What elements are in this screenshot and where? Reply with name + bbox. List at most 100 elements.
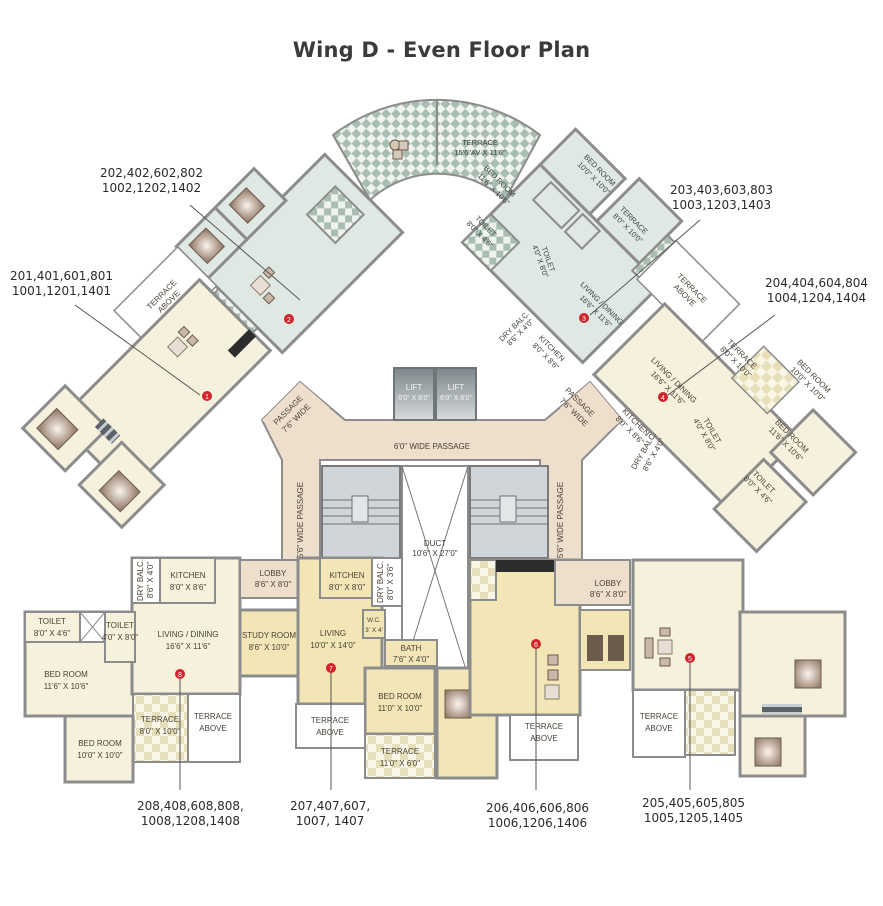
unit-1-leader <box>74 304 201 396</box>
u8-terrace-size: 8'0" X 10'0" <box>140 727 181 736</box>
top-terrace-size: 15'6"AV X 11'6" <box>454 148 506 157</box>
u7-terrace-above-size: ABOVE <box>316 728 344 737</box>
lobby-left-size: 8'6" X 8'0" <box>255 580 291 589</box>
unit-label-204-line1: 204,404,604,804 <box>765 276 869 290</box>
u8-kitchen-name: KITCHEN <box>170 571 205 580</box>
unit-marker-5-number: 5 <box>688 656 692 663</box>
u8-terrace-above-name: TERRACE <box>194 712 232 721</box>
unit-3-leader <box>589 219 701 316</box>
u8-living-name: LIVING / DINING <box>158 630 219 639</box>
unit-label-205: 205,405,605,805 1005,1205,1405 <box>642 796 745 826</box>
u7-bath-size: 7'6" X 4'0" <box>393 655 429 664</box>
unit-label-205-line1: 205,405,605,805 <box>642 796 746 810</box>
u6-terrace-above-name: TERRACE <box>525 722 563 731</box>
lobby-right <box>554 559 631 606</box>
unit-8 <box>23 556 242 784</box>
u7-wc-size: 3' X 4' <box>365 627 383 634</box>
unit-label-207-line1: 207,407,607, <box>290 799 371 813</box>
u8-toilet2-name: TOILET <box>106 621 134 630</box>
u8-living-size: 16'6" X 11'6" <box>166 642 211 651</box>
u7-terrace-name: TERRACE <box>381 747 419 756</box>
unit-label-208: 208,408,608,808, 1008,1208,1408 <box>137 799 244 829</box>
u8-toilet1-size: 8'0" X 4'6" <box>34 629 70 638</box>
unit-4 <box>591 301 858 554</box>
unit-label-206-line2: 1006,1206,1406 <box>487 816 588 830</box>
unit-marker-2-number: 2 <box>287 317 291 324</box>
unit-marker-2 <box>284 314 294 324</box>
u7-terrace-above-name: TERRACE <box>311 716 349 725</box>
u8-bed1-size: 11'6" X 10'6" <box>44 682 89 691</box>
u8-bed2-name: BED ROOM <box>78 739 122 748</box>
unit-label-206: 206,406,606,806 1006,1206,1406 <box>486 801 589 831</box>
unit-marker-6 <box>531 639 541 649</box>
u8-kitchen-size: 8'0" X 8'6" <box>170 583 206 592</box>
staircase-left <box>321 465 401 559</box>
u7-kitchen-size: 8'0" X 8'0" <box>329 583 365 592</box>
u8-toilet2-size: 4'0" X 8'0" <box>102 633 138 642</box>
unit-4-leader <box>667 314 776 396</box>
unit-marker-5 <box>685 653 695 663</box>
main-passage-label: 6'0" WIDE PASSAGE <box>394 442 470 451</box>
u7-wc-name: W.C. <box>367 617 381 624</box>
lift-2-size: 6'0" X 8'0" <box>440 395 472 402</box>
unit-6 <box>468 558 631 761</box>
unit-label-205-line2: 1005,1205,1405 <box>643 811 744 825</box>
u7-bath-name: BATH <box>401 644 422 653</box>
unit-label-201-line1: 201,401,601,801 <box>10 269 114 283</box>
u7-kitchen-name: KITCHEN <box>329 571 364 580</box>
duct-size: 10'6" X 27'0" <box>412 549 457 558</box>
u8-bed1-name: BED ROOM <box>44 670 88 679</box>
lift-1 <box>393 367 435 421</box>
u7-living-size: 10'0" X 14'0" <box>310 641 355 650</box>
unit-marker-7 <box>326 663 336 673</box>
u8-terrace-name: TERRACE <box>141 715 179 724</box>
unit-2-leader <box>189 204 301 301</box>
lobby-right-name: LOBBY <box>595 579 622 588</box>
u7-drybalc-name: DRY BALC. <box>376 561 385 603</box>
unit-marker-3 <box>579 313 589 323</box>
left-passage-label: 5'6" WIDE PASSAGE <box>296 482 305 558</box>
unit-label-203-line2: 1003,1203,1403 <box>671 198 772 212</box>
unit-1 <box>20 277 273 530</box>
unit-label-202: 202,402,602,802 1002,1202,1402 <box>100 166 203 196</box>
duct-name: DUCT <box>424 539 446 548</box>
lobby-left-name: LOBBY <box>260 569 287 578</box>
unit-label-207: 207,407,607, 1007, 1407 <box>290 799 370 829</box>
u7-study-name: STUDY ROOM <box>242 631 296 640</box>
lobby-right-size: 8'6" X 8'0" <box>590 590 626 599</box>
unit-label-204: 204,404,604,804 1004,1204,1404 <box>765 276 868 306</box>
unit-marker-7-number: 7 <box>329 666 333 673</box>
u8-drybalc-name: DRY BALC. <box>136 559 145 601</box>
unit-label-201-line2: 1001,1201,1401 <box>11 284 112 298</box>
u7-living-name: LIVING <box>320 629 346 638</box>
central-core: LIFT 6'0" X 8'0" LIFT 6'0" X 8'0" 6'0" W… <box>260 367 624 677</box>
unit-label-208-line1: 208,408,608,808, <box>137 799 244 813</box>
unit-marker-3-number: 3 <box>582 316 586 323</box>
unit-marker-4-number: 4 <box>661 395 665 402</box>
u7-bed-size: 11'0" X 10'0" <box>378 704 423 713</box>
unit-label-203: 203,403,603,803 1003,1203,1403 <box>670 183 773 213</box>
u8-terrace-above-size: ABOVE <box>199 724 227 733</box>
unit-label-204-line2: 1004,1204,1404 <box>766 291 867 305</box>
staircase-right <box>469 465 549 559</box>
unit-marker-8-number: 8 <box>178 672 182 679</box>
unit-marker-8 <box>175 669 185 679</box>
u6-terrace-above-size: ABOVE <box>530 734 558 743</box>
unit-label-203-line1: 203,403,603,803 <box>670 183 774 197</box>
unit-label-208-line2: 1008,1208,1408 <box>140 814 241 828</box>
u5-terrace-above-name: TERRACE <box>640 712 678 721</box>
unit-7 <box>238 556 499 780</box>
unit-label-206-line1: 206,406,606,806 <box>486 801 590 815</box>
unit-marker-1 <box>202 391 212 401</box>
u8-drybalc-size: 8'6" X 4'0" <box>146 562 155 598</box>
u8-bed2-size: 10'0" X 10'0" <box>77 751 122 760</box>
right-passage-label: 5'6" WIDE PASSAGE <box>556 482 565 558</box>
unit-label-202-line2: 1002,1202,1402 <box>101 181 202 195</box>
page-title: Wing D - Even Floor Plan <box>292 38 591 62</box>
unit-label-201: 201,401,601,801 1001,1201,1401 <box>10 269 113 299</box>
unit-marker-6-number: 6 <box>534 642 538 649</box>
lift-1-size: 6'0" X 8'0" <box>398 395 430 402</box>
u7-terrace-size: 11'0" X 6'0" <box>380 759 420 768</box>
